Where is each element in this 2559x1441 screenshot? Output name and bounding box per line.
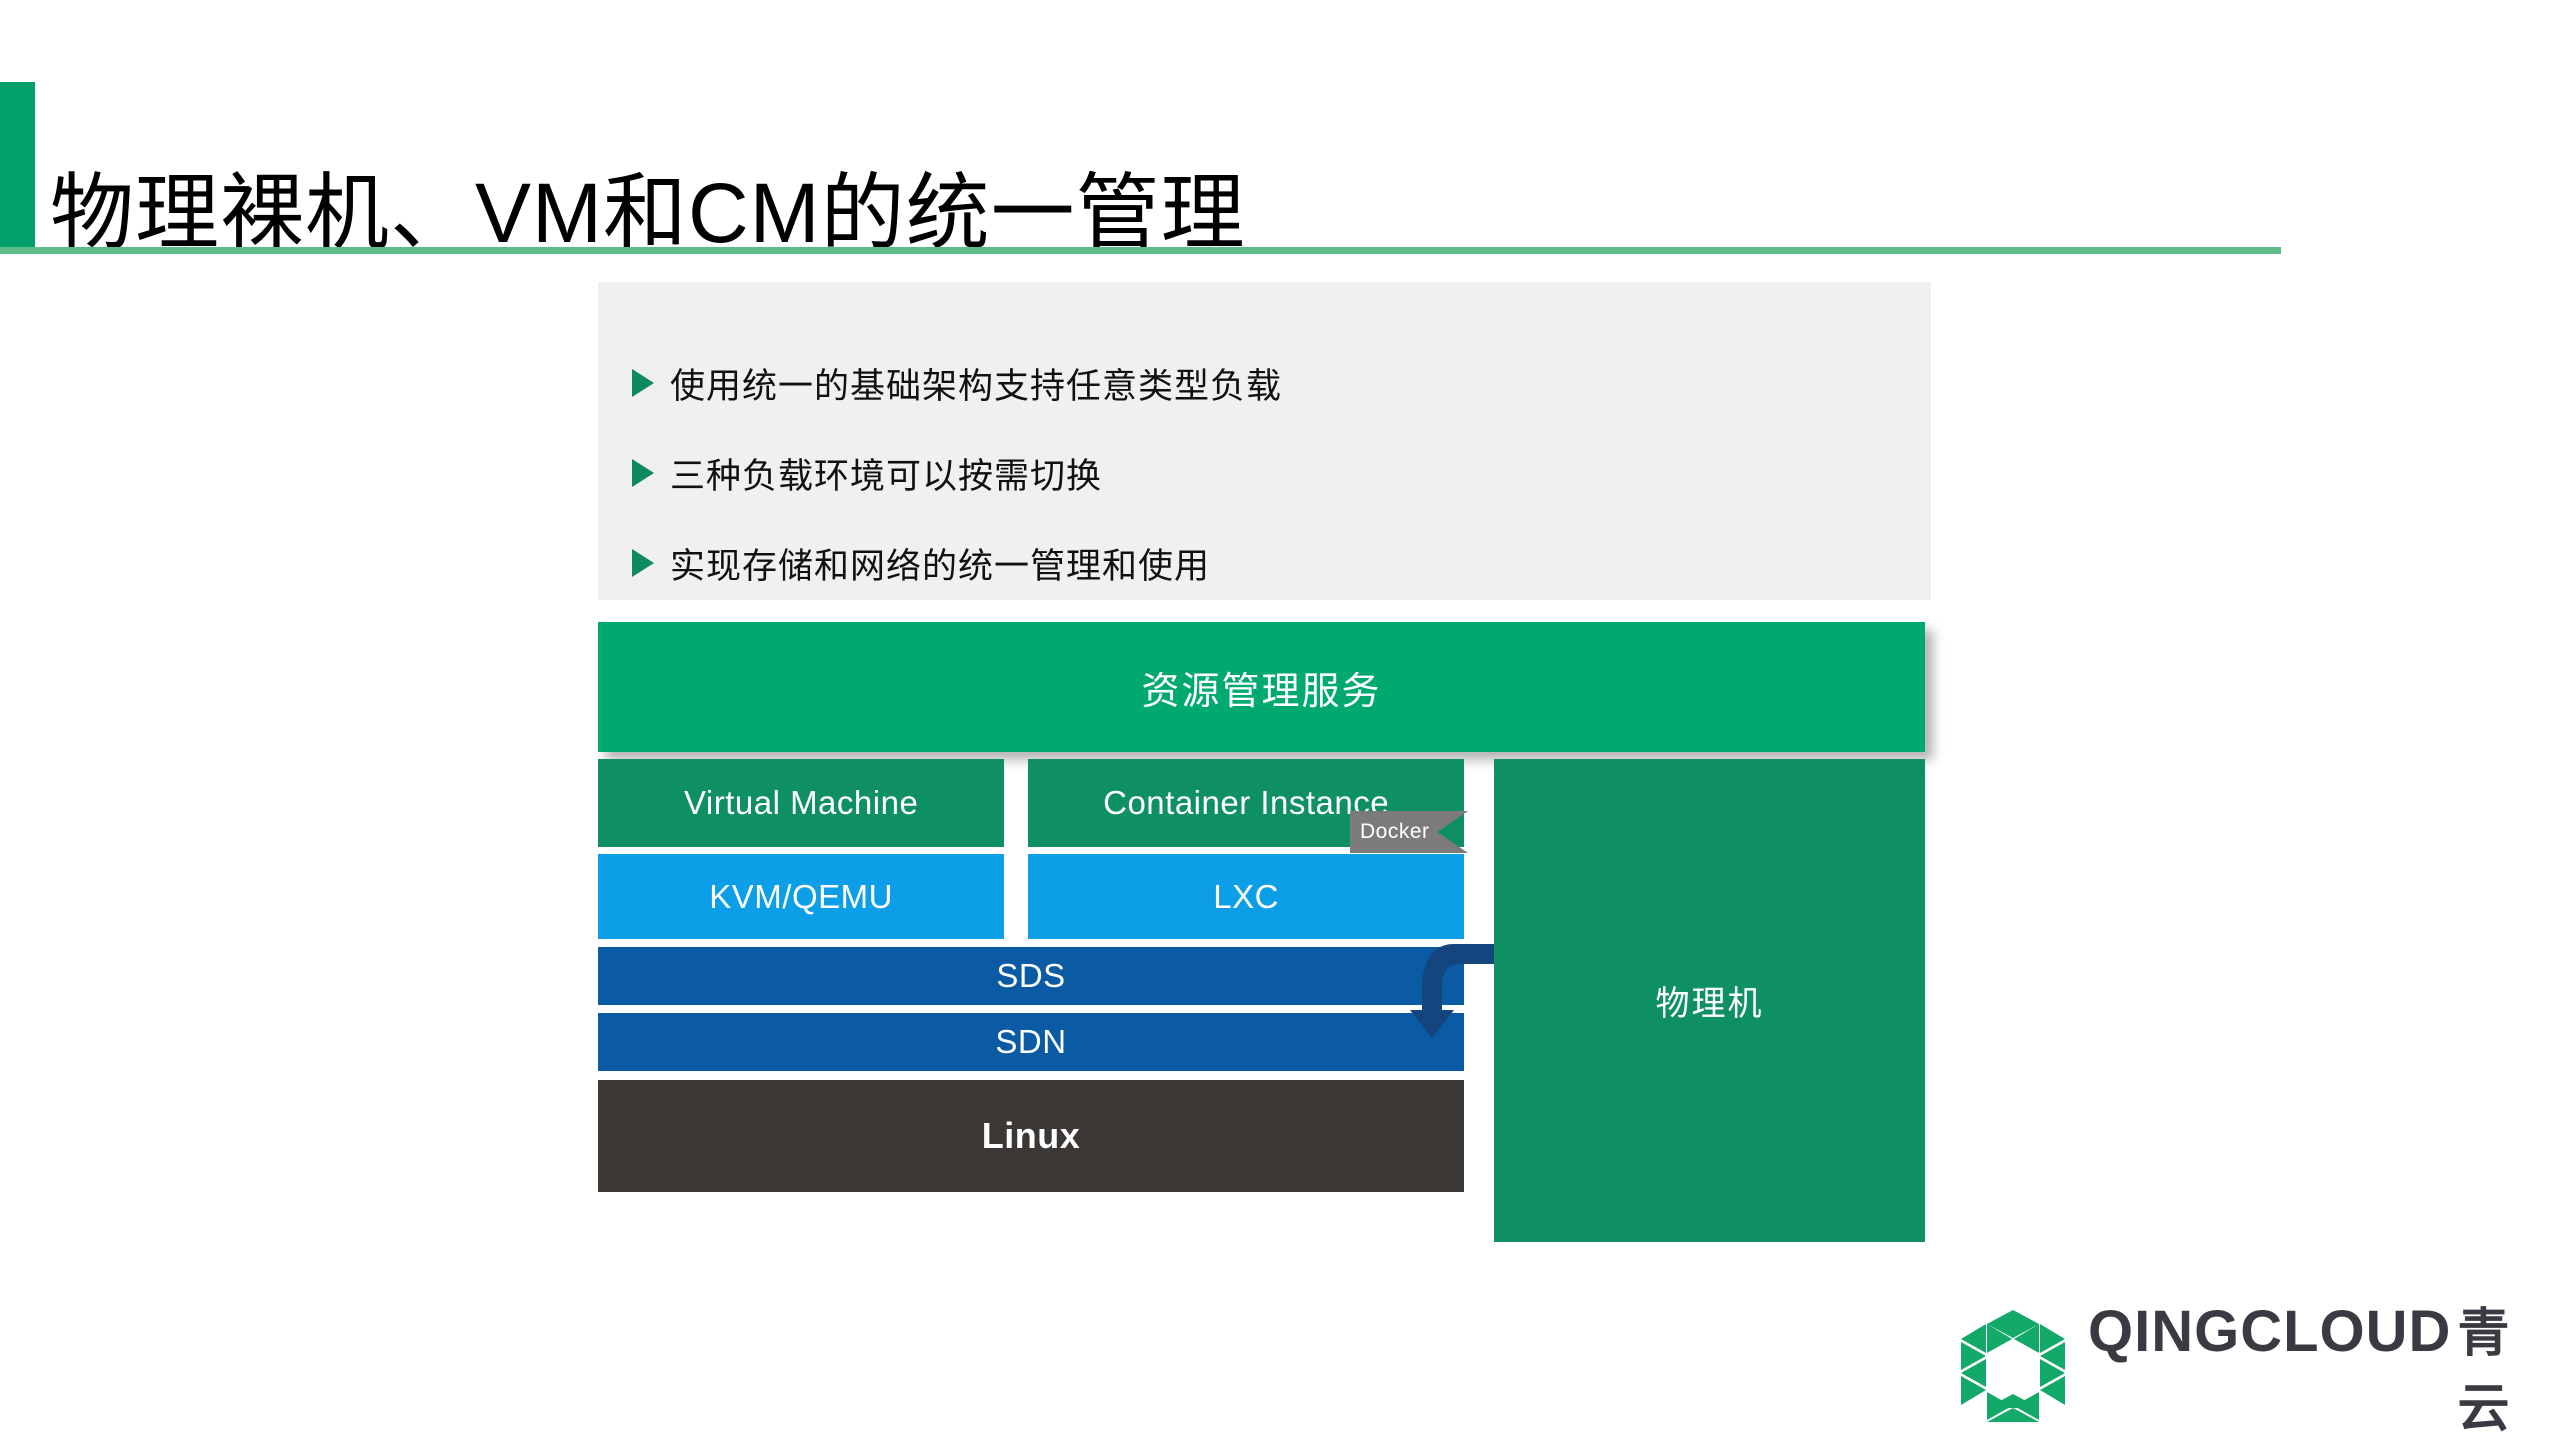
page-title: 物理裸机、VM和CM的统一管理	[50, 166, 1246, 261]
bullet-panel: 使用统一的基础架构支持任意类型负载 三种负载环境可以按需切换 实现存储和网络的统…	[598, 282, 1931, 600]
container-instance-block: Container Instance Docker	[1028, 759, 1468, 853]
triangle-bullet-icon	[616, 369, 670, 397]
title-accent-bar	[0, 82, 35, 250]
resource-management-service-label: 资源管理服务	[1141, 670, 1382, 713]
kvm-qemu-block: KVM/QEMU	[598, 854, 1005, 939]
docker-callout-label: Docker	[1360, 820, 1430, 843]
title-divider-rule	[0, 247, 2281, 254]
qingcloud-hexagon-logo-icon	[1961, 1310, 2065, 1422]
qingcloud-logo: QINGCLOUD 青云	[1960, 1299, 2559, 1438]
virtual-machine-label: Virtual Machine	[683, 784, 919, 821]
architecture-diagram: 资源管理服务 Virtual Machine Container Instanc…	[598, 622, 1931, 1242]
instance-row: Virtual Machine Container Instance Docke…	[598, 759, 1468, 853]
kvm-qemu-label: KVM/QEMU	[709, 877, 893, 915]
qingcloud-wordmark-en: QINGCLOUD	[2088, 1299, 2452, 1364]
bare-metal-block: 物理机	[1494, 759, 1925, 1242]
virtual-machine-block: Virtual Machine	[598, 759, 1005, 847]
bullet-item-3: 实现存储和网络的统一管理和使用	[598, 518, 1931, 608]
sdn-block: SDN	[598, 1013, 1464, 1071]
linux-label: Linux	[981, 1115, 1081, 1156]
bullet-item-label: 使用统一的基础架构支持任意类型负载	[670, 366, 1283, 406]
bullet-item-2: 三种负载环境可以按需切换	[598, 428, 1931, 518]
virtualization-stack-column: Virtual Machine Container Instance Docke…	[598, 759, 1498, 1242]
sdn-label: SDN	[995, 1023, 1067, 1060]
bullet-item-label: 三种负载环境可以按需切换	[670, 456, 1103, 496]
container-instance-label: Container Instance	[1103, 784, 1390, 821]
linux-block: Linux	[598, 1080, 1464, 1192]
sds-block: SDS	[598, 947, 1464, 1005]
qingcloud-wordmark-cn: 青云	[2457, 1305, 2510, 1438]
bullet-item-label: 实现存储和网络的统一管理和使用	[670, 546, 1211, 586]
bullet-item-1: 使用统一的基础架构支持任意类型负载	[598, 338, 1931, 428]
triangle-bullet-icon	[616, 459, 670, 487]
docker-callout-tag: Docker	[1350, 811, 1468, 853]
resource-management-service-block: 资源管理服务	[598, 622, 1925, 752]
lxc-block: LXC	[1028, 854, 1498, 1038]
sds-label: SDS	[996, 957, 1066, 994]
hypervisor-row: KVM/QEMU LXC	[598, 847, 1498, 1038]
bare-metal-label: 物理机	[1655, 985, 1764, 1023]
qingcloud-wordmark: QINGCLOUD 青云	[2088, 1291, 2559, 1441]
triangle-bullet-icon	[616, 549, 670, 577]
lxc-label: LXC	[1213, 877, 1279, 915]
